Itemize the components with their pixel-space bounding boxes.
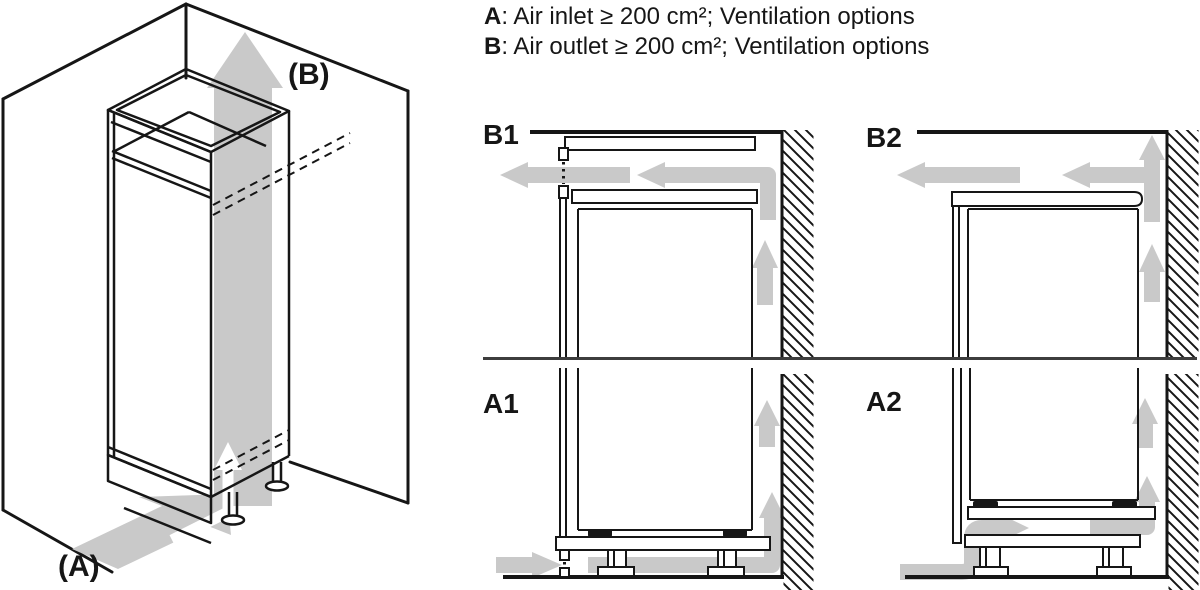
header-line-air-outlet: B: Air outlet ≥ 200 cm²; Ventilation opt… xyxy=(484,32,929,62)
header-line-b-text: : Air outlet ≥ 200 cm²; Ventilation opti… xyxy=(501,33,930,60)
airflow-band xyxy=(72,32,283,569)
a2-structure xyxy=(905,368,1199,590)
b1-airflow-arrows xyxy=(500,162,778,305)
a1-appliance-foot xyxy=(723,529,747,537)
air-outlet-arrow-icon xyxy=(207,32,283,88)
a1-wall-hatch xyxy=(783,374,814,590)
section-divider xyxy=(483,357,1197,360)
a1-appliance-foot xyxy=(588,529,612,537)
header-line-a-text: : Air inlet ≥ 200 cm²; Ventilation optio… xyxy=(501,3,915,30)
header-line-b-prefix: B xyxy=(484,33,502,60)
b2-structure xyxy=(917,130,1199,358)
overview-outlet-label: (B) xyxy=(288,58,330,91)
cabinet-housing xyxy=(106,67,291,545)
panel-a1-diagram xyxy=(496,368,814,590)
b2-wall-hatch xyxy=(1168,130,1199,358)
panel-b2-diagram xyxy=(897,130,1199,358)
overview-isometric-diagram xyxy=(1,2,410,574)
air-inlet-arrow-icon xyxy=(72,494,231,569)
b1-structure xyxy=(530,130,814,358)
panel-label-b1: B1 xyxy=(483,119,519,150)
panel-label-a1: A1 xyxy=(483,388,519,419)
panel-label-a2: A2 xyxy=(866,386,902,417)
overview-inlet-label: (A) xyxy=(58,550,100,583)
hidden-edges-dashed xyxy=(212,132,351,481)
header-line-a-prefix: A xyxy=(484,3,502,30)
a1-structure xyxy=(503,368,814,590)
a1-airflow-arrows xyxy=(496,400,785,578)
panel-b1-diagram xyxy=(500,130,814,358)
panel-label-b2: B2 xyxy=(866,122,902,153)
b1-wall-hatch xyxy=(783,130,814,358)
header-legend: A: Air inlet ≥ 200 cm²; Ventilation opti… xyxy=(484,2,929,62)
header-line-air-inlet: A: Air inlet ≥ 200 cm²; Ventilation opti… xyxy=(484,2,929,32)
b2-airflow-arrows xyxy=(897,135,1165,302)
cabinet-feet xyxy=(220,462,290,526)
a2-wall-hatch xyxy=(1168,374,1199,590)
panel-a2-diagram xyxy=(900,368,1199,590)
room-corner-walls xyxy=(1,2,410,574)
